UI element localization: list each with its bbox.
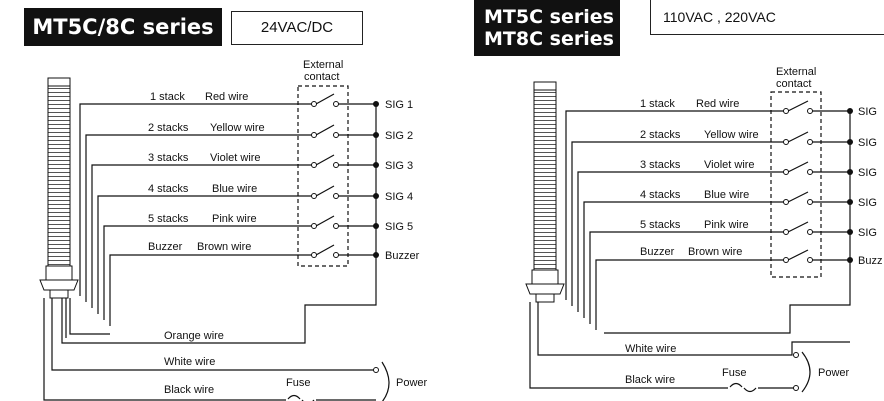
left-wire-label: Brown wire [197, 241, 251, 253]
left-external-label-2: contact [304, 71, 339, 83]
right-external-label-2: contact [776, 78, 811, 90]
right-voltage-box: 110VAC , 220VAC [650, 0, 884, 35]
right-stack-count: Buzzer [640, 246, 675, 258]
left-sig-label: SIG 2 [385, 130, 413, 142]
right-sig-label: SIG [858, 167, 877, 179]
right-sig-label: Buzz [858, 255, 882, 267]
right-stack-count: 2 stacks [640, 129, 681, 141]
left-wire-label: Pink wire [212, 213, 257, 225]
left-power-label: Power [396, 377, 428, 389]
right-wire-label: Brown wire [688, 246, 742, 258]
left-tower-lamp-icon [39, 77, 79, 299]
right-wire-label: Yellow wire [704, 129, 759, 141]
left-sig-label: SIG 3 [385, 160, 413, 172]
right-stack-count: 4 stacks [640, 189, 681, 201]
left-external-label-1: External [303, 59, 343, 71]
right-white-wire-label: White wire [625, 343, 676, 355]
right-sig-label: SIG [858, 106, 877, 118]
right-wire-label: Violet wire [704, 159, 755, 171]
left-wire-label: Yellow wire [210, 122, 265, 134]
left-terminals [311, 101, 379, 373]
left-stack-count: Buzzer [148, 241, 183, 253]
left-stack-count: 1 stack [150, 91, 185, 103]
left-black-wire-label: Black wire [164, 384, 214, 396]
right-black-wire-label: Black wire [625, 374, 675, 386]
right-stack-count: 3 stacks [640, 159, 681, 171]
right-power-label: Power [818, 367, 850, 379]
left-wires [43, 85, 390, 401]
left-sig-label: Buzzer [385, 250, 420, 262]
left-sig-label: SIG 1 [385, 99, 413, 111]
left-wire-label: Violet wire [210, 152, 261, 164]
right-fuse-label: Fuse [722, 367, 746, 379]
left-sig-label: SIG 4 [385, 191, 413, 203]
right-wires [529, 91, 851, 393]
right-series-title-line2: MT8C series [484, 28, 614, 50]
right-sig-label: SIG [858, 137, 877, 149]
left-orange-wire-label: Orange wire [164, 330, 224, 342]
right-series-title: MT5C series MT8C series [474, 0, 620, 56]
left-stack-count: 5 stacks [148, 213, 189, 225]
left-fuse-label: Fuse [286, 377, 310, 389]
right-terminals [783, 108, 853, 391]
right-stack-count: 1 stack [640, 98, 675, 110]
left-wire-label: Red wire [205, 91, 248, 103]
left-series-title: MT5C/8C series [24, 8, 222, 46]
right-sig-label: SIG [858, 227, 877, 239]
left-voltage-box: 24VAC/DC [231, 11, 363, 45]
left-stack-count: 3 stacks [148, 152, 189, 164]
right-sig-label: SIG [858, 197, 877, 209]
right-stack-count: 5 stacks [640, 219, 681, 231]
left-stack-count: 4 stacks [148, 183, 189, 195]
right-wire-label: Red wire [696, 98, 739, 110]
left-wire-label: Blue wire [212, 183, 257, 195]
right-series-title-line1: MT5C series [484, 6, 614, 28]
right-wire-label: Pink wire [704, 219, 749, 231]
right-external-label-1: External [776, 66, 816, 78]
left-sig-label: SIG 5 [385, 221, 413, 233]
right-wire-label: Blue wire [704, 189, 749, 201]
right-tower-lamp-icon [525, 81, 565, 303]
left-stack-count: 2 stacks [148, 122, 189, 134]
left-white-wire-label: White wire [164, 356, 215, 368]
